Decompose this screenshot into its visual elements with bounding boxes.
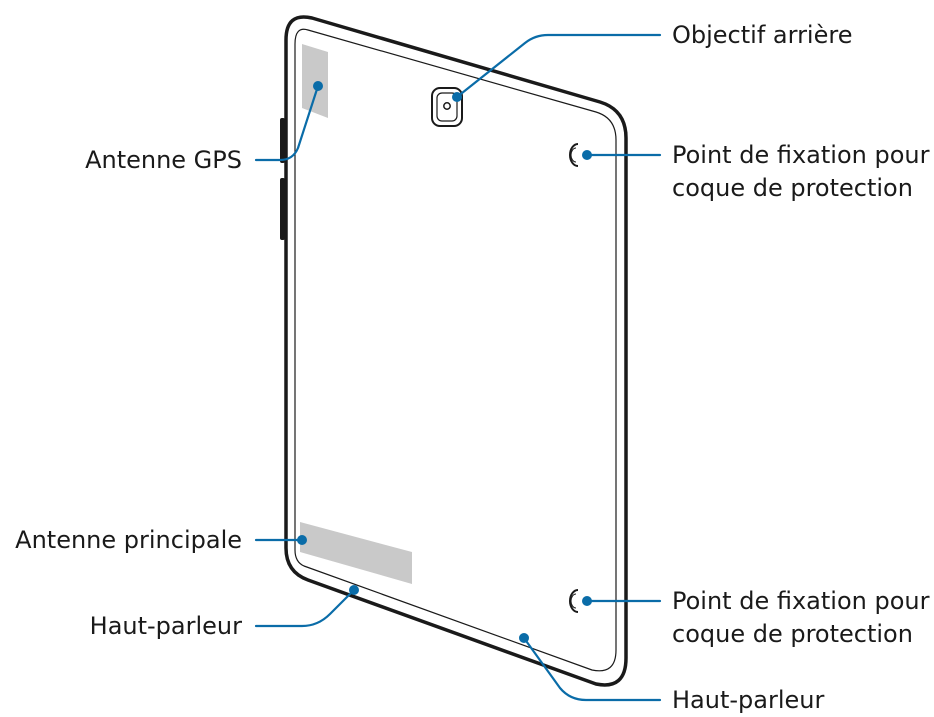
label-speaker-left: Haut-parleur (90, 612, 242, 640)
main-antenna-area (300, 522, 412, 584)
leader-speaker-left (254, 588, 356, 628)
label-main-antenna: Antenne principale (15, 526, 242, 554)
dot-speaker-right (519, 633, 529, 643)
side-buttons (280, 118, 285, 240)
leader-rear-camera (455, 33, 662, 99)
power-button (280, 178, 285, 240)
tablet-outer-edge (284, 15, 628, 687)
dot-gps-antenna (313, 81, 323, 91)
dot-cover-point-bottom (582, 596, 592, 606)
label-cover-point-top-line1: Point de fixation pour (672, 141, 930, 169)
label-cover-point-top-line2: coque de protection (672, 174, 913, 202)
dot-rear-camera (452, 92, 462, 102)
leader-gps-antenna (254, 84, 320, 162)
cover-attach-point-bottom-inner (570, 593, 577, 609)
label-cover-point-bottom-line1: Point de fixation pour (672, 587, 930, 615)
cover-attach-point-top (569, 143, 579, 167)
label-rear-camera: Objectif arrière (672, 21, 852, 49)
gps-antenna-area (302, 44, 328, 118)
label-cover-point-bottom-line2: coque de protection (672, 620, 913, 648)
dot-speaker-left (349, 585, 359, 595)
label-speaker-right: Haut-parleur (672, 686, 824, 714)
label-gps-antenna: Antenne GPS (85, 146, 242, 174)
cover-attach-point-top-inner (570, 147, 577, 163)
dot-cover-point-top (582, 150, 592, 160)
volume-button (280, 118, 285, 163)
dot-main-antenna (297, 535, 307, 545)
tablet-inner-edge (294, 28, 617, 672)
leader-speaker-right (522, 636, 662, 702)
cover-attach-point-bottom (569, 589, 579, 613)
